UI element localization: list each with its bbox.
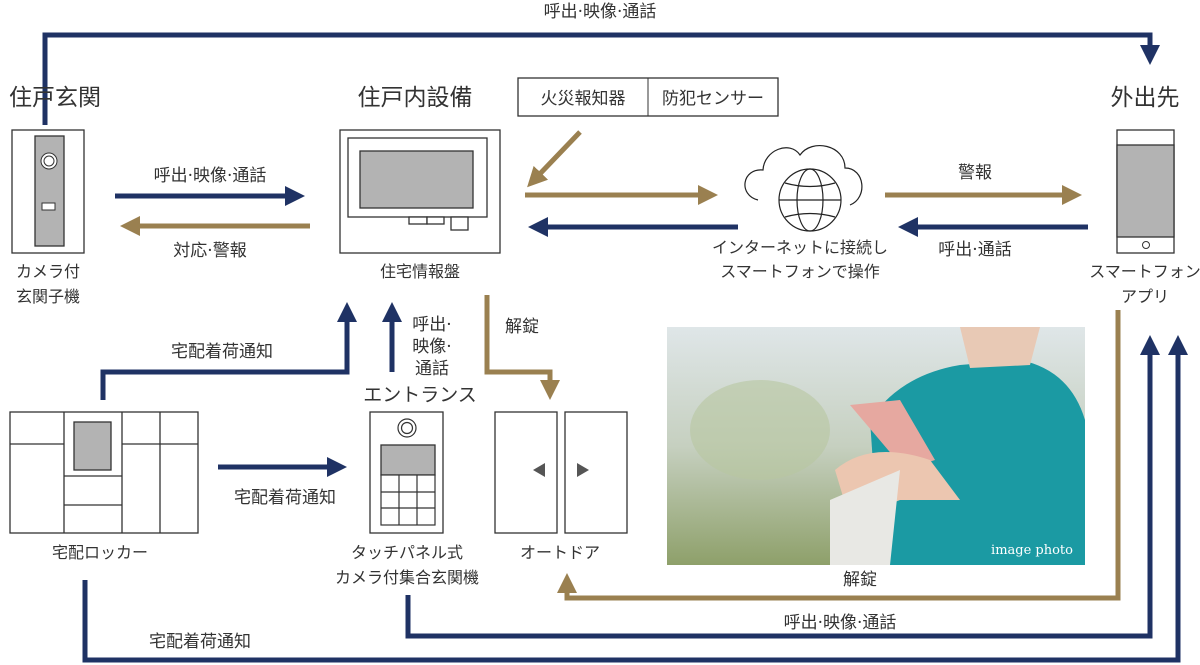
locker-to-phone-arrow [82,335,1188,663]
locker-label: 宅配ロッカー [52,543,148,562]
door-to-monitor-label: 呼出·映像·通話 [154,166,267,186]
monitor-icon [339,129,501,254]
locker-to-panel-label: 宅配着荷通知 [234,488,336,508]
top-call-arrow [42,32,1160,125]
door-station-icon [11,129,85,254]
security-sensor-label: 防犯センサー [662,89,764,109]
door-station-label-2: 玄関子機 [16,287,80,306]
panel-to-phone-arrow [405,335,1160,639]
locker-to-monitor-arrow [100,302,357,400]
section-indoor: 住戸内設備 [358,85,473,111]
entrance-label: エントランス [363,384,477,406]
woman-using-smartphone-photo: image photo [667,327,1085,565]
panel-label-2: カメラ付集合玄関機 [335,568,479,587]
fire-alarm-label: 火災報知器 [541,89,626,109]
auto-door-label: オートドア [520,543,600,562]
sensor-arrow [527,130,582,188]
monitor-label: 住宅情報盤 [380,262,460,281]
cloud-label-2: スマートフォンで操作 [720,262,880,281]
locker-to-phone-label: 宅配着荷通知 [149,632,251,652]
monitor-to-door-label: 対応·警報 [173,241,246,261]
monitor-unlock-arrow [484,295,560,400]
entrance-panel-icon [369,411,444,534]
cloud-to-phone-label: 警報 [958,163,992,183]
panel-to-phone-label: 呼出·映像·通話 [784,613,897,633]
locker-to-monitor-label: 宅配着荷通知 [171,342,273,362]
smartphone-icon [1116,129,1175,254]
door-station-label-1: カメラ付 [16,262,80,281]
entrance-call-label-3: 通話 [415,359,449,379]
phone-unlock-arrow [557,310,1121,601]
photo-caption: image photo [991,543,1073,558]
phone-to-cloud-label: 呼出·通話 [938,240,1011,260]
auto-door-icon [494,411,628,534]
phone-label-2: アプリ [1121,287,1169,306]
entrance-call-label-1: 呼出· [412,315,451,335]
panel-label-1: タッチパネル式 [351,543,463,562]
phone-label-1: スマートフォン [1089,262,1200,281]
delivery-locker-icon [9,411,199,534]
cloud-globe-icon [744,145,863,232]
entrance-call-label-2: 映像· [412,337,451,357]
section-outside: 外出先 [1111,85,1180,111]
phone-unlock-label: 解錠 [843,570,877,590]
sensor-box: 火災報知器 防犯センサー [517,77,779,117]
monitor-unlock-label: 解錠 [505,317,539,337]
cloud-label-1: インターネットに接続し [712,238,888,257]
section-entrance: 住戸玄関 [9,85,101,111]
top-call-label: 呼出·映像·通話 [544,2,657,22]
